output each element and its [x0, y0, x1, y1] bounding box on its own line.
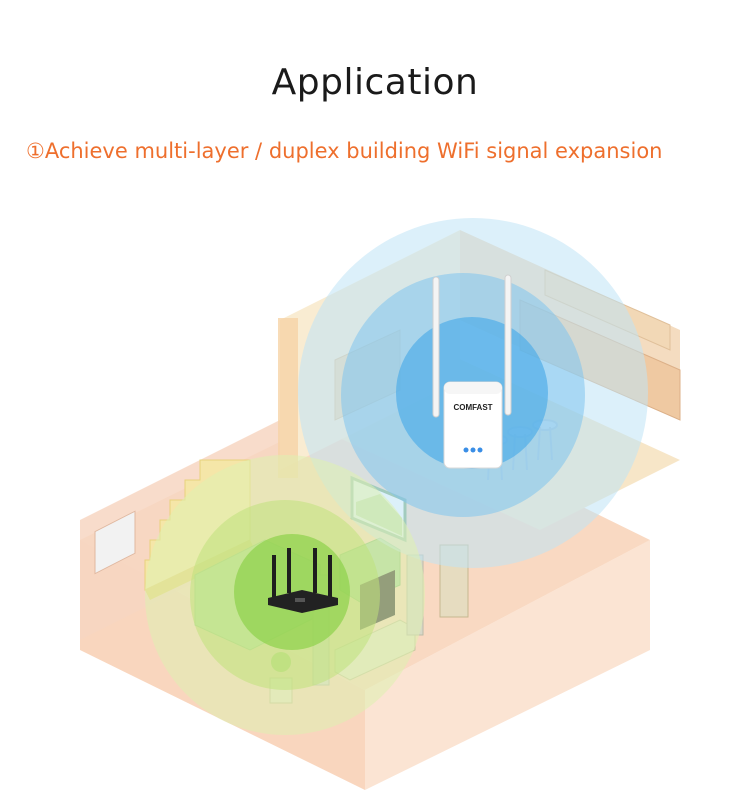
extender-brand: COMFAST [453, 403, 492, 412]
upper-left-edge [278, 318, 298, 478]
page-title: Application [271, 62, 479, 103]
router-icon [268, 548, 338, 613]
window-left [94, 510, 136, 575]
wifi-extender-icon: COMFAST [432, 274, 512, 469]
lower-floor-side [365, 540, 650, 790]
section-subtitle: ①Achieve multi-layer / duplex building W… [26, 139, 663, 163]
